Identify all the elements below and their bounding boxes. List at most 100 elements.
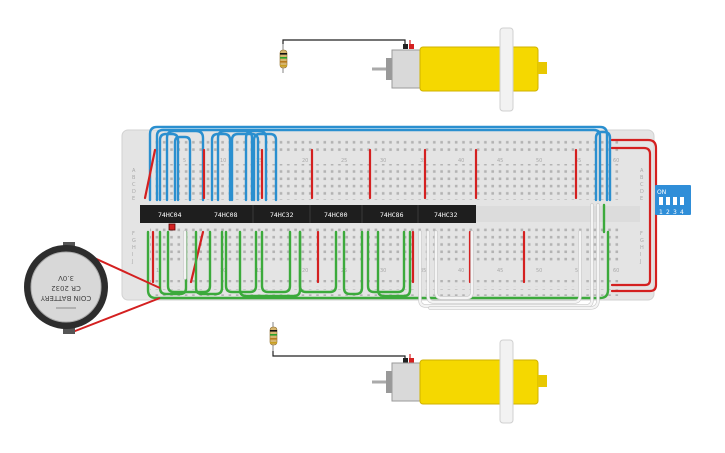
wire-blue[interactable]: [210, 132, 232, 202]
motor-gearbox[interactable]: [419, 359, 539, 405]
col-num: 50: [536, 158, 542, 164]
dip-position: 2: [666, 209, 670, 216]
dip-toggle[interactable]: [673, 197, 677, 205]
dip-position: 4: [680, 209, 684, 216]
dip-switch[interactable]: ON 1 2 3 4: [655, 185, 691, 216]
wire-white[interactable]: [428, 203, 600, 310]
row-letter: I: [132, 252, 133, 258]
row-letter: B: [640, 175, 644, 181]
wire-green[interactable]: [194, 230, 224, 296]
col-num: 55: [575, 158, 581, 164]
motor-bottom: [269, 322, 547, 424]
wire-blue[interactable]: [230, 132, 260, 202]
wire-red[interactable]: [610, 138, 658, 293]
dip-position: 1: [659, 209, 663, 216]
motor-top: [279, 27, 547, 112]
coin-battery: COIN BATTERY CR 2032 3.0V: [24, 242, 161, 334]
col-num: 20: [302, 268, 308, 274]
col-num: 10: [220, 158, 226, 164]
row-letter: H: [640, 245, 644, 251]
row-letter: D: [640, 189, 644, 195]
row-letter: I: [640, 252, 641, 258]
row-letter: E: [132, 196, 135, 202]
row-letter: H: [132, 245, 136, 251]
wire-green[interactable]: [376, 230, 412, 298]
motor-gearbox[interactable]: [419, 46, 539, 92]
wire-white[interactable]: [426, 230, 582, 304]
ic-label: 74HC32: [270, 211, 294, 219]
col-num: 5: [183, 158, 186, 164]
power-rail-top-1: [150, 137, 620, 144]
wire-white[interactable]: [418, 203, 594, 308]
row-letter: F: [640, 231, 643, 237]
motor-shaft: [499, 339, 514, 424]
row-letter: F: [132, 231, 135, 237]
ic-label: 74HC04: [158, 211, 182, 219]
red-power-wires: [610, 138, 658, 293]
col-num: 25: [341, 158, 347, 164]
wire-green[interactable]: [238, 230, 302, 298]
wire-green[interactable]: [158, 230, 188, 296]
wire-white[interactable]: [434, 230, 474, 300]
wire-green[interactable]: [298, 230, 338, 294]
green-wires: [146, 203, 610, 300]
wire-green[interactable]: [166, 230, 212, 294]
dip-toggle[interactable]: [680, 197, 684, 205]
row-letter: G: [640, 238, 644, 244]
wire-green[interactable]: [146, 230, 610, 300]
ic-body[interactable]: [140, 205, 476, 223]
wire-red[interactable]: [610, 146, 652, 287]
terminal-strip-top: [150, 164, 620, 200]
wire-black[interactable]: [282, 39, 406, 46]
ic-chips: 74HC04 74HC08 74HC32 74HC00 74HC86 74HC3…: [140, 205, 476, 231]
battery-label-line3: 3.0V: [58, 274, 74, 282]
ic-label: 74HC32: [434, 211, 458, 219]
wire-green[interactable]: [260, 230, 292, 294]
row-letter: J: [639, 259, 641, 265]
col-num: 20: [302, 158, 308, 164]
power-rail-top-2: [150, 146, 620, 153]
led-red: [168, 223, 176, 231]
dip-toggle[interactable]: [659, 197, 663, 205]
col-num: 35: [420, 268, 426, 274]
col-num: 60: [613, 268, 619, 274]
row-letters: A B C D E F G H I J A B C D E F G H I J: [131, 168, 644, 265]
row-letter: E: [640, 196, 643, 202]
col-num: 1: [156, 268, 159, 274]
wire-red[interactable]: [143, 148, 157, 200]
wire-green[interactable]: [366, 230, 406, 294]
wire-green[interactable]: [342, 230, 364, 296]
dip-toggle[interactable]: [666, 197, 670, 205]
col-num: 15: [256, 268, 262, 274]
row-letter: A: [640, 168, 644, 174]
col-num: 35: [420, 158, 426, 164]
col-num: 45: [497, 158, 503, 164]
col-num: 60: [613, 158, 619, 164]
col-num: 40: [458, 268, 464, 274]
ic-label: 74HC00: [324, 211, 348, 219]
row-letter: J: [131, 259, 133, 265]
ic-label: 74HC86: [380, 211, 404, 219]
row-letter: B: [132, 175, 136, 181]
col-num: 40: [458, 158, 464, 164]
wire-black[interactable]: [272, 351, 406, 361]
col-num: 30: [380, 268, 386, 274]
terminal-strip-bottom: [150, 227, 620, 263]
power-rail-bottom-1: [150, 280, 620, 287]
battery-label-line1: COIN BATTERY: [40, 294, 91, 302]
row-letter: C: [132, 182, 136, 188]
blue-wires: [148, 125, 612, 202]
wire-blue[interactable]: [594, 130, 612, 202]
wire-red[interactable]: [69, 297, 161, 334]
col-num: 45: [497, 268, 503, 274]
wire-blue[interactable]: [252, 132, 278, 202]
wire-blue[interactable]: [173, 135, 192, 202]
dip-on-label: ON: [657, 189, 666, 196]
row-letter: G: [132, 238, 136, 244]
dip-position: 3: [673, 209, 677, 216]
row-letter: C: [640, 182, 644, 188]
ic-label: 74HC08: [214, 211, 238, 219]
col-num: 55: [575, 268, 581, 274]
battery-label-line2: CR 2032: [51, 284, 81, 292]
